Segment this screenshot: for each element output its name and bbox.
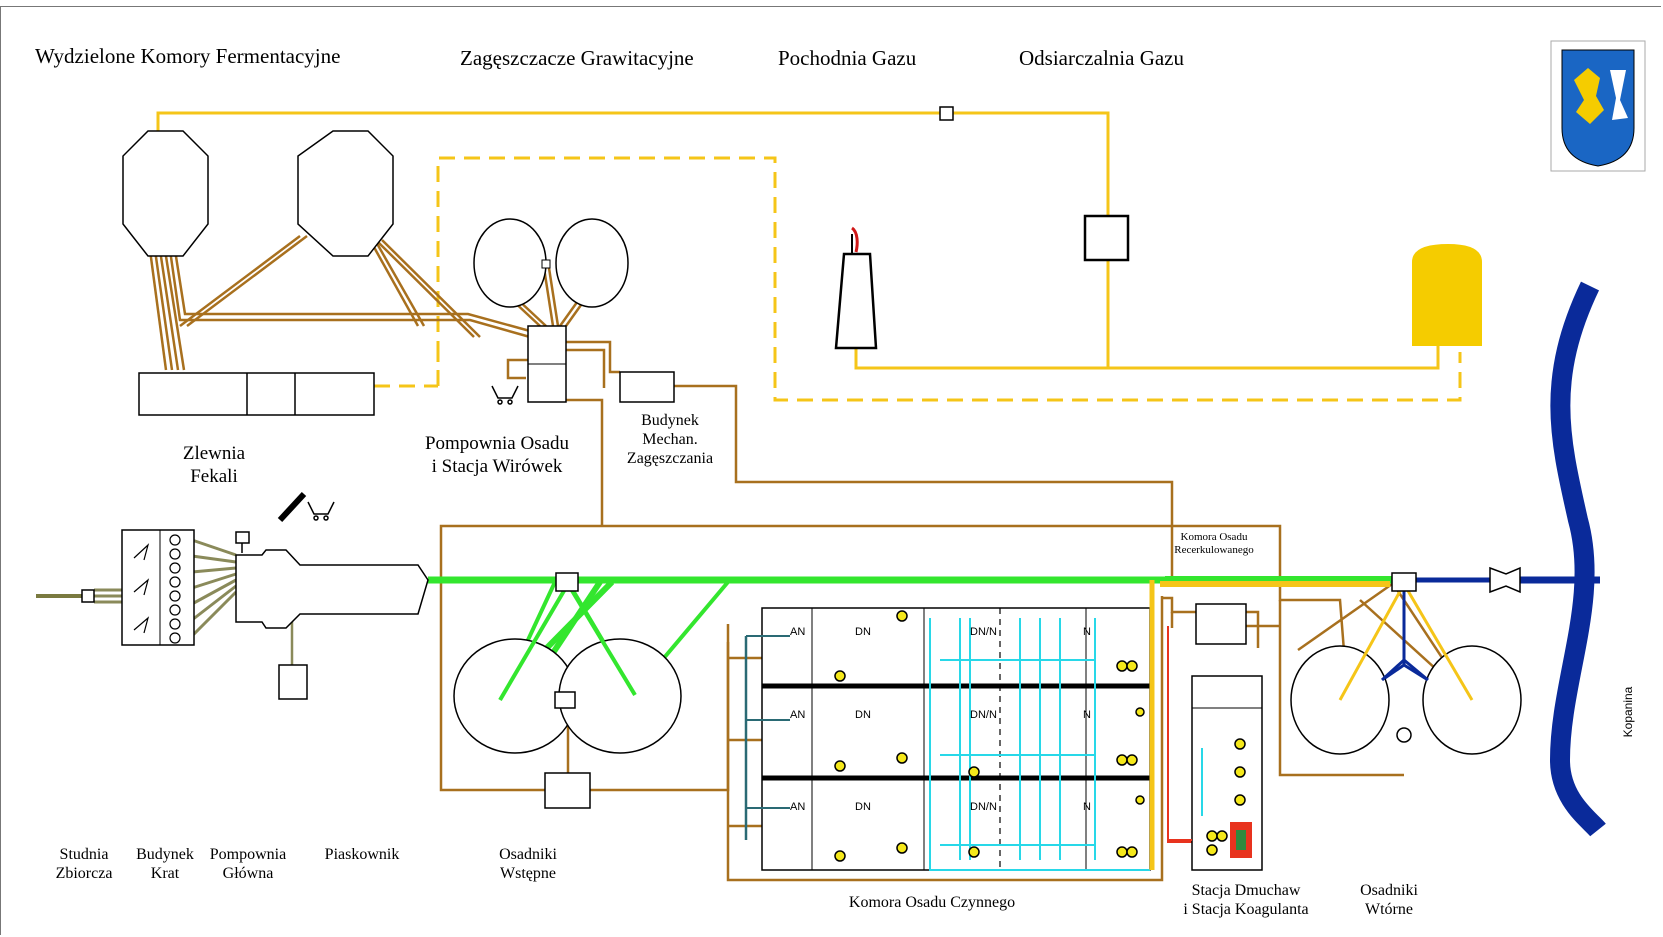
zone-an-3: AN (790, 801, 806, 813)
zone-dnn-1: DN/N (970, 626, 997, 638)
fermentation-chamber-1 (122, 130, 209, 257)
settler-valve (554, 691, 576, 709)
heading-desulfurization: Odsiarczalnia Gazu (1019, 46, 1184, 70)
label-dump-station: Zlewnia Fekali (182, 443, 246, 487)
sludge-network (148, 235, 1472, 882)
zone-n-3: N (1083, 801, 1091, 813)
gas-valve (939, 106, 954, 121)
zone-n-1: N (1083, 626, 1091, 638)
zone-n-2: N (1083, 709, 1091, 721)
label-sludge-pump: Pompownia Osadu i Stacja Wirówek (424, 433, 570, 477)
zone-dnn-3: DN/N (970, 801, 997, 813)
heading-fermentation: Wydzielone Komory Fermentacyjne (35, 44, 341, 68)
label-river: Kopanina (1621, 686, 1635, 738)
label-main-pump: Pompownia Główna (209, 846, 287, 883)
gas-holder (1412, 244, 1482, 346)
primary-settler-2 (558, 638, 682, 754)
secondary-distribution (1391, 572, 1417, 592)
main-pump-and-grit (235, 549, 429, 629)
thickener-valve (541, 259, 551, 269)
thickener-1 (473, 218, 547, 308)
flare-icon (850, 226, 859, 253)
diagram-frame (0, 6, 1661, 935)
mech-thickening-building (619, 371, 675, 403)
label-recirc-chamber: Komora Osadu Recerkulowanego (1174, 531, 1254, 557)
label-primary-settlers: Osadniki Wstępne (499, 846, 557, 883)
heading-thickeners: Zagęszczacze Grawitacyjne (460, 46, 694, 70)
collection-well (81, 589, 95, 603)
coat-of-arms-icon (1550, 40, 1646, 172)
process-feed (1149, 580, 1390, 870)
zone-dnn-2: DN/N (970, 709, 997, 721)
activated-sludge-chamber (744, 607, 1151, 871)
grit-container (278, 664, 308, 700)
label-screen-building: Budynek Krat (136, 846, 194, 883)
primary-inlet-lines (498, 582, 637, 702)
label-collection-well: Studnia Zbiorcza (55, 846, 113, 883)
gas-network (156, 111, 1462, 402)
main-pump-cap (235, 531, 250, 544)
zone-an-1: AN (790, 626, 806, 638)
truck-icon (307, 385, 519, 521)
secondary-feed (1338, 583, 1474, 701)
screen-building (121, 529, 195, 646)
zone-an-2: AN (790, 709, 806, 721)
conveyor-icon (277, 491, 307, 523)
thickener-2 (555, 218, 629, 308)
dump-station (138, 372, 375, 416)
distribution-chamber (555, 572, 579, 592)
outflow-valve (1489, 566, 1521, 594)
desulfurization-unit (1083, 214, 1130, 262)
fermentation-chamber-2 (297, 130, 394, 257)
label-mech-thickening: Budynek Mechan. Zagęszczania (626, 412, 714, 468)
zone-dn-2: DN (855, 709, 871, 721)
zone-dn-3: DN (855, 801, 871, 813)
recirculation-chamber (1195, 603, 1247, 645)
label-grit-chamber: Piaskownik (324, 846, 400, 863)
blower-station (1168, 675, 1263, 871)
gas-flare (834, 252, 878, 350)
label-activated-sludge: Komora Osadu Czynnego (848, 894, 1016, 911)
primary-sludge-pump (544, 772, 591, 809)
screen-grates (133, 534, 181, 644)
zone-dn-1: DN (855, 626, 871, 638)
label-blower-station: Stacja Dmuchaw i Stacja Koagulanta (1183, 882, 1309, 919)
heading-flare: Pochodnia Gazu (778, 46, 917, 70)
secondary-valve (1396, 727, 1412, 743)
label-secondary-settlers: Osadniki Wtórne (1360, 882, 1418, 919)
